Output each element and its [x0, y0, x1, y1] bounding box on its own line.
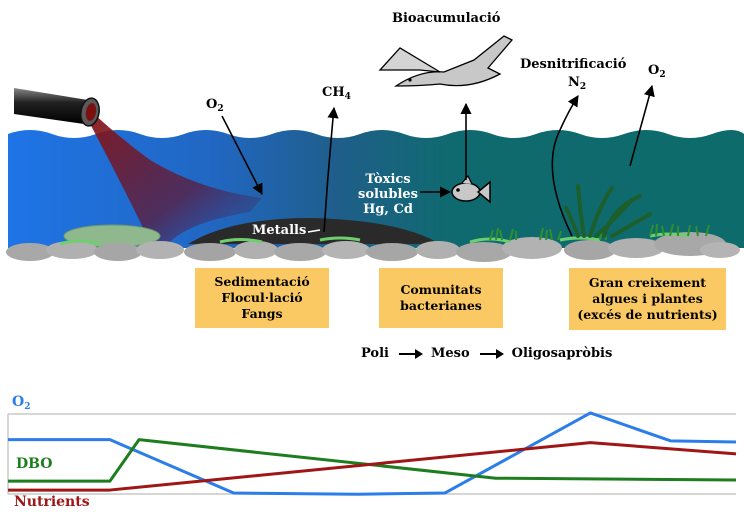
- pollution-plume: [88, 108, 262, 242]
- arrow-n2-up: [551, 95, 579, 237]
- flow-stage-oligo: Oligosapròbis: [511, 346, 613, 361]
- label-o2-right: O2: [648, 63, 666, 80]
- flow-stage-meso: Meso: [430, 346, 470, 361]
- graph-lines: [8, 411, 737, 496]
- o2-line: [8, 411, 737, 496]
- arrow-ch4-up: [323, 106, 339, 233]
- fish-icon: [451, 174, 491, 204]
- label-soluble-toxics: Tòxics solubles Hg, Cd: [358, 172, 418, 217]
- label-metals: Metalls: [252, 223, 307, 238]
- label-ch4: CH4: [322, 85, 351, 102]
- label-o2-left: O2: [206, 97, 224, 114]
- label-bioaccumulation: Bioacumulació: [392, 11, 501, 26]
- nutrients-line: [8, 441, 737, 492]
- flow-stage-poli: Poli: [361, 346, 389, 361]
- algae-plants-icon: [564, 184, 652, 238]
- arrow-metals: [307, 229, 321, 233]
- arrow-o2-right-up: [629, 84, 655, 167]
- riverbed-stones: [6, 224, 740, 262]
- legend-nutrients: Nutrients: [14, 494, 90, 510]
- arrow-o2-down: [221, 115, 263, 195]
- box-bacterial-communities: Comunitats bacterianes: [379, 268, 503, 328]
- label-denitrification: Desnitrificació: [520, 57, 627, 72]
- bird-icon: [378, 35, 514, 87]
- saprobic-flow: Poli Meso Oligosapròbis: [361, 346, 612, 361]
- arrow-right-icon: [479, 348, 504, 359]
- legend-o2: O2: [12, 394, 31, 412]
- box-sedimentation: Sedimentació Flocul·lació Fangs: [195, 268, 329, 328]
- label-n2: N2: [568, 75, 587, 92]
- box-algae-growth: Gran creixement algues i plantes (excés …: [569, 268, 726, 330]
- legend-dbo: DBO: [16, 456, 53, 472]
- discharge-pipe-icon: [14, 88, 100, 127]
- dbo-line: [8, 438, 737, 483]
- arrow-right-icon: [398, 348, 423, 359]
